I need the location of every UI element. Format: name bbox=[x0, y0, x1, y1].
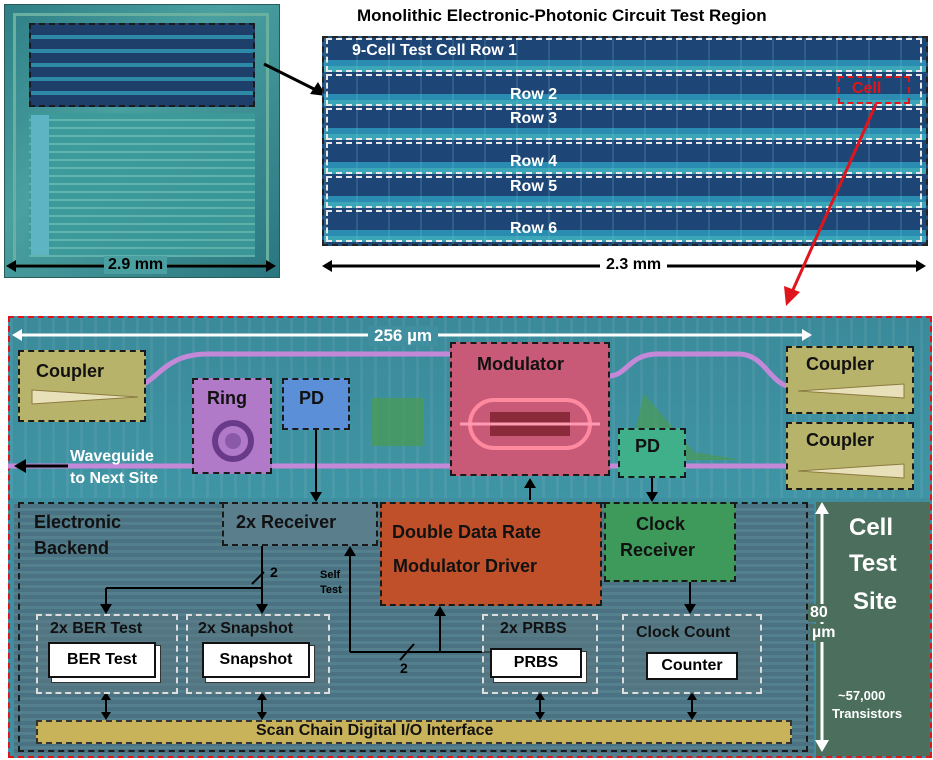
pd-left-label: PD bbox=[299, 388, 325, 408]
row-label-3: Row 3 bbox=[510, 110, 558, 127]
photonic-fill-left bbox=[372, 398, 424, 446]
modulator-label: Modulator bbox=[477, 354, 564, 374]
counter-box: Counter bbox=[646, 652, 738, 680]
ber-test-box: BER Test bbox=[48, 642, 156, 678]
snapshot-group-label: 2x Snapshot bbox=[198, 620, 294, 637]
row-outline-6 bbox=[326, 210, 922, 242]
coupler-left-label: Coupler bbox=[36, 361, 105, 381]
cell-height-label-1: 80 bbox=[808, 604, 830, 622]
prbs-group-label: 2x PRBS bbox=[500, 620, 567, 637]
ddr-driver-label-1: Double Data Rate bbox=[392, 522, 542, 542]
region-width-label: 2.3 mm bbox=[600, 256, 668, 274]
row-label-4: Row 4 bbox=[510, 153, 558, 170]
coupler-right-bottom-label: Coupler bbox=[806, 430, 875, 450]
ring-label: Ring bbox=[207, 388, 247, 408]
cell-site-label-2: Test bbox=[849, 550, 897, 577]
waveguide-label-1: Waveguide bbox=[70, 448, 154, 465]
die-test-region-outline bbox=[29, 23, 255, 107]
waveguide-label-2: to Next Site bbox=[70, 470, 159, 487]
cell-width-label: 256 µm bbox=[368, 326, 438, 346]
clock-receiver-block bbox=[604, 502, 736, 582]
receiver-block bbox=[222, 502, 378, 546]
scan-chain-block bbox=[36, 720, 792, 744]
die-width-label: 2.9 mm bbox=[104, 256, 168, 274]
snapshot-box: Snapshot bbox=[202, 642, 310, 678]
pd-right-block bbox=[618, 428, 686, 478]
backend-label-1: Electronic bbox=[34, 512, 122, 532]
pd-left-block bbox=[282, 378, 350, 430]
self-test-label-1: Self bbox=[320, 569, 341, 581]
backend-label-2: Backend bbox=[34, 538, 110, 558]
row-outline-2 bbox=[326, 74, 922, 106]
die-left-column bbox=[31, 115, 49, 255]
ring-resonator-icon bbox=[212, 420, 254, 462]
coupler-taper-right-top bbox=[797, 383, 905, 399]
clock-count-label: Clock Count bbox=[636, 624, 731, 641]
coupler-right-top-label: Coupler bbox=[806, 354, 875, 374]
row-outline-5 bbox=[326, 176, 922, 208]
page-title: Monolithic Electronic-Photonic Circuit T… bbox=[357, 6, 767, 25]
row-label-5: Row 5 bbox=[510, 178, 558, 195]
row-label-1: 9-Cell Test Cell Row 1 bbox=[352, 42, 518, 59]
transistor-count: ~57,000 bbox=[838, 688, 886, 703]
coupler-taper-right-bottom bbox=[797, 463, 905, 479]
cell-highlight-label: Cell bbox=[852, 80, 882, 97]
modulator-block bbox=[450, 342, 610, 476]
cell-highlight bbox=[838, 76, 910, 104]
ddr-driver-label-2: Modulator Driver bbox=[393, 556, 538, 576]
transistor-label: Transistors bbox=[832, 706, 903, 721]
cell-site-label-3: Site bbox=[853, 588, 898, 615]
clock-receiver-label-1: Clock bbox=[636, 514, 686, 534]
coupler-taper-left bbox=[31, 389, 139, 405]
receiver-label: 2x Receiver bbox=[236, 512, 337, 532]
coupler-right-top bbox=[786, 346, 914, 414]
waveguide-out-arrow bbox=[14, 459, 68, 473]
clock-receiver-label-2: Receiver bbox=[620, 540, 696, 560]
row-outline-3 bbox=[326, 108, 922, 140]
prbs-box: PRBS bbox=[490, 648, 582, 678]
coupler-left bbox=[18, 350, 146, 422]
scan-chain-label: Scan Chain Digital I/O Interface bbox=[256, 722, 494, 739]
row-outline-4 bbox=[326, 142, 922, 174]
row-label-2: Row 2 bbox=[510, 86, 558, 103]
zoom-arrow-red bbox=[784, 103, 878, 306]
bus-width-label-2: 2 bbox=[400, 660, 408, 676]
modulator-structure bbox=[460, 398, 600, 450]
ring-block bbox=[192, 378, 272, 474]
coupler-right-bottom bbox=[786, 422, 914, 490]
cell-height-label-2: µm bbox=[810, 624, 838, 642]
pd-right-label: PD bbox=[635, 436, 661, 456]
ddr-driver-block bbox=[380, 502, 602, 606]
self-test-label-2: Test bbox=[320, 584, 342, 596]
test-region-texture bbox=[324, 38, 926, 244]
ber-group-label: 2x BER Test bbox=[50, 620, 143, 637]
row-outline-1 bbox=[326, 38, 922, 72]
bus-width-label-1: 2 bbox=[270, 564, 278, 580]
die-lower-structures bbox=[29, 113, 255, 257]
row-label-6: Row 6 bbox=[510, 220, 558, 237]
cell-site-label-1: Cell bbox=[849, 514, 894, 541]
